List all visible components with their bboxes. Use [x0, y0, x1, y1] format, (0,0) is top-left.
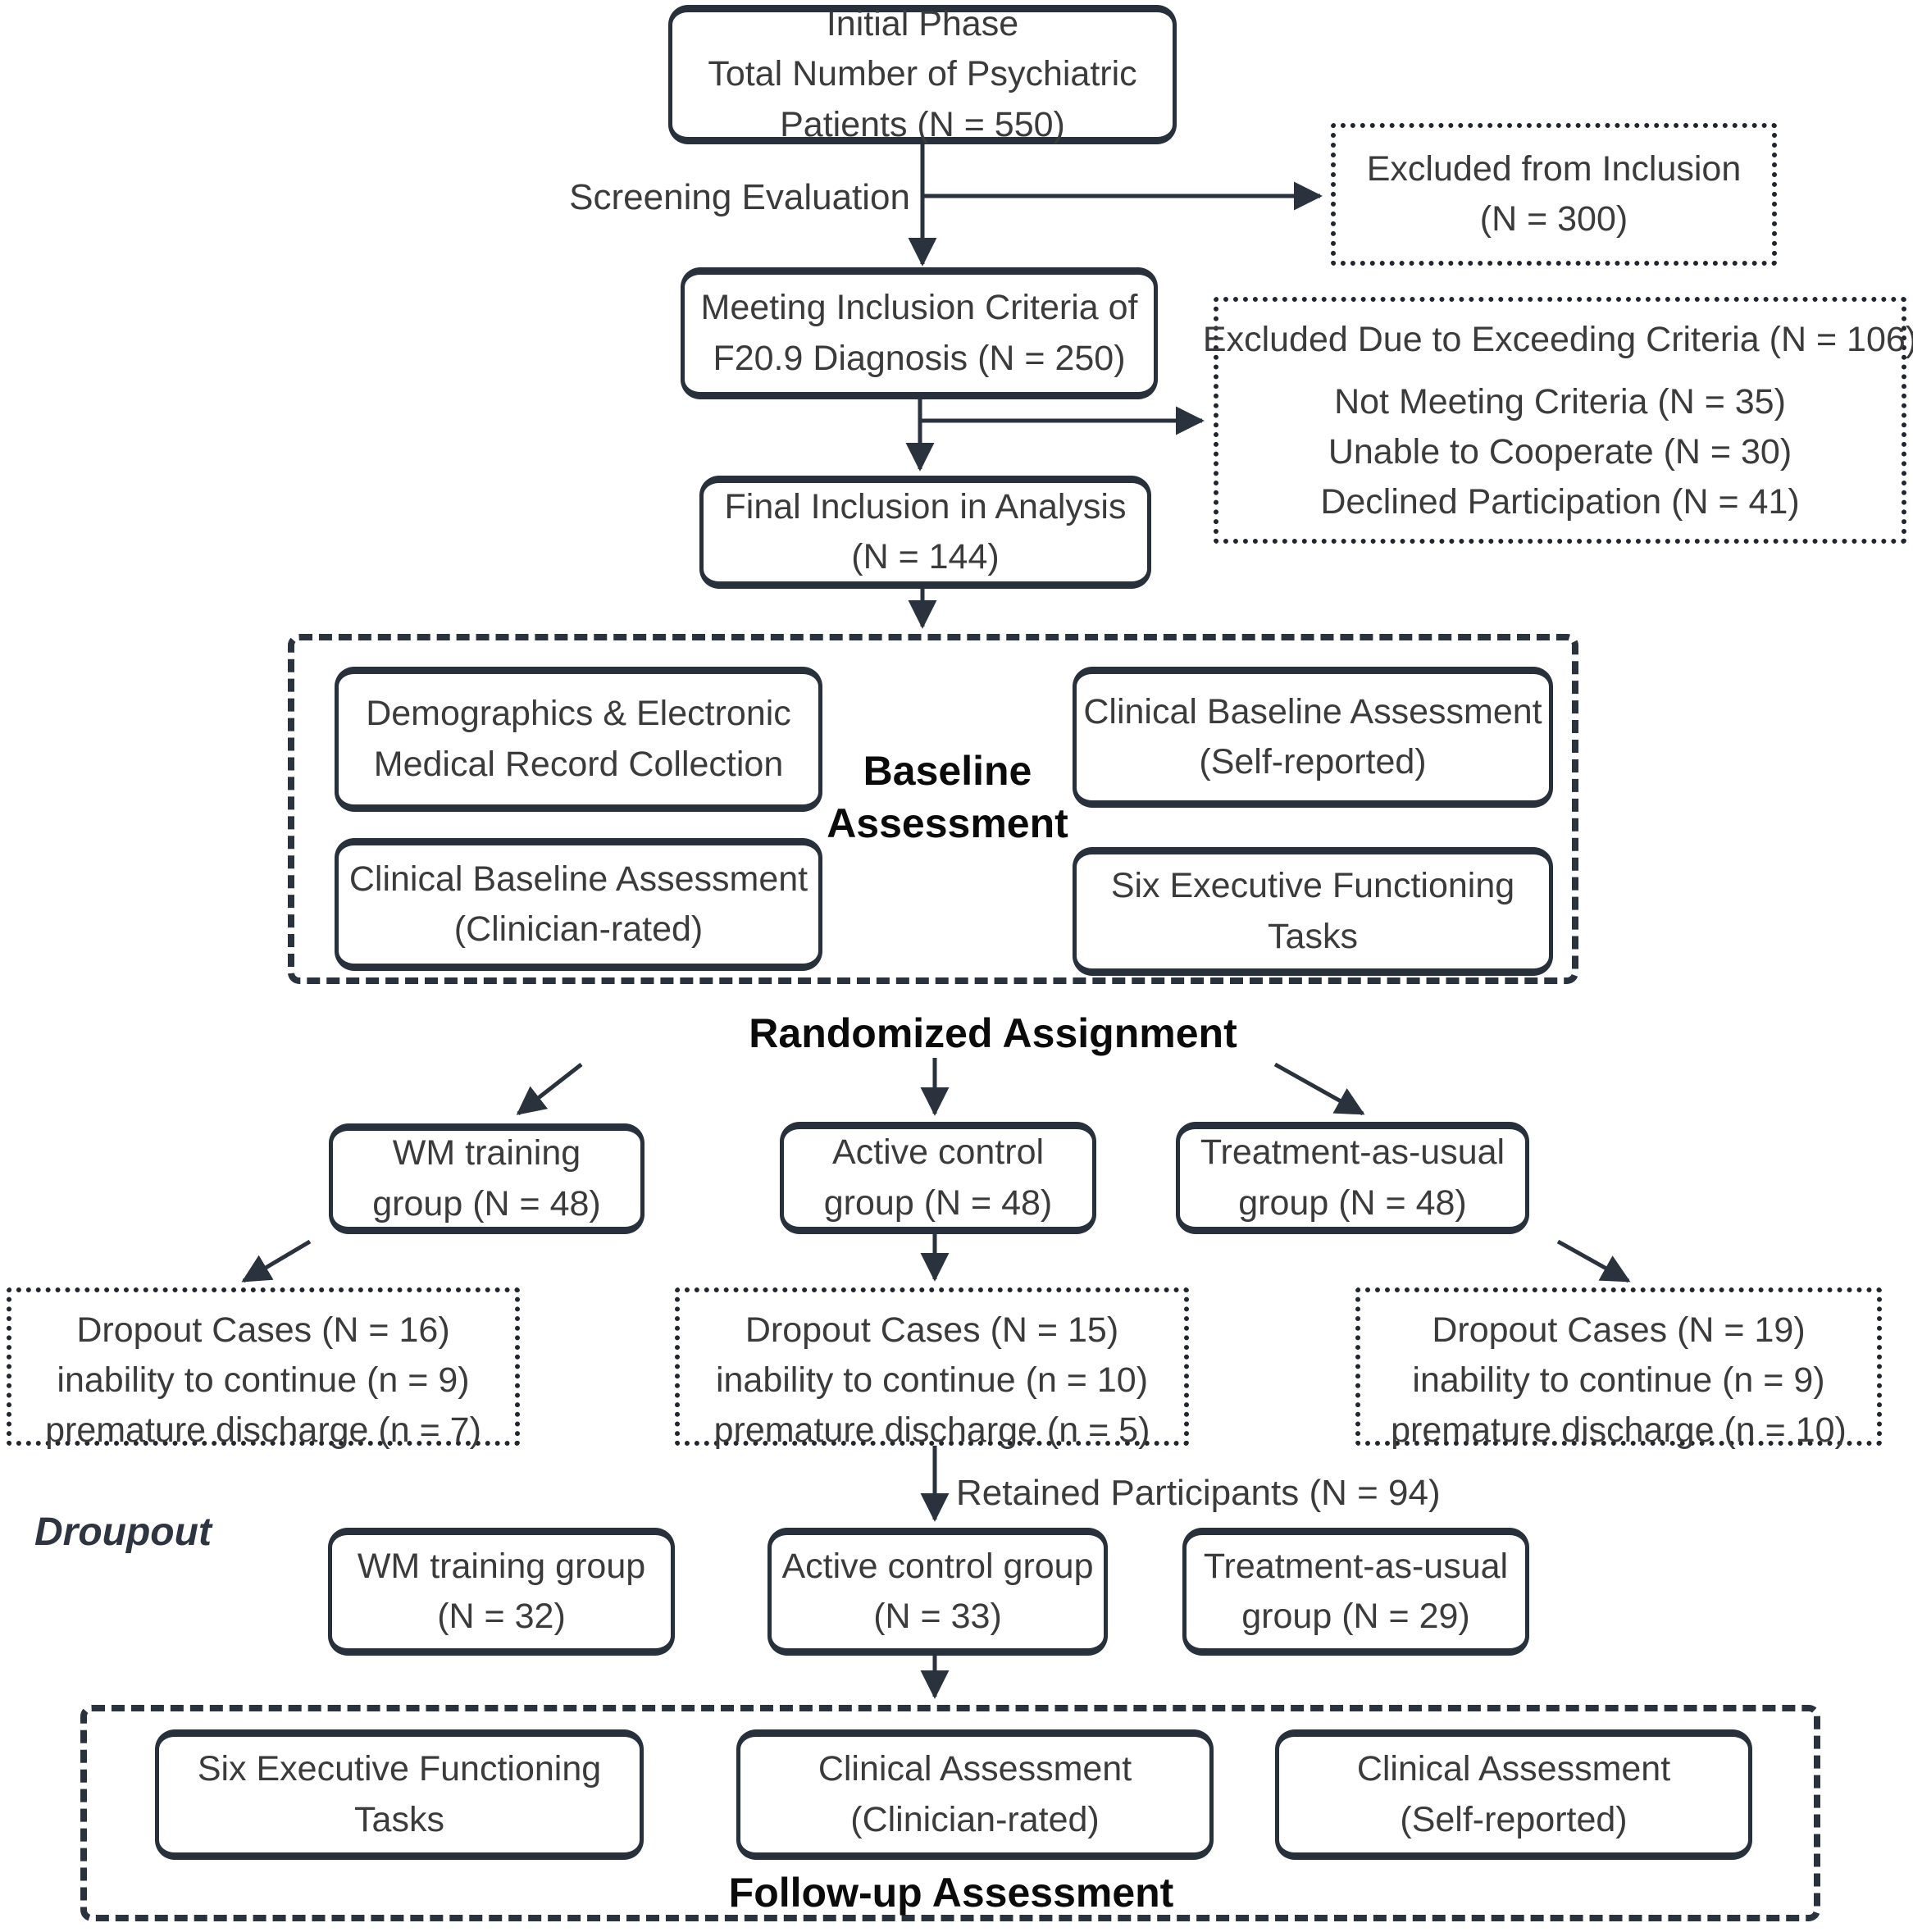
dropout-tau-details: inability to continue (n = 9) premature …: [1391, 1356, 1847, 1456]
meeting-inclusion-box: Meeting Inclusion Criteria of F20.9 Diag…: [681, 267, 1158, 399]
screening-evaluation-label: Screening Evaluation: [569, 177, 910, 217]
text-line: group (N = 48): [823, 1182, 1053, 1223]
wm-training-group-32-box: WM training group (N = 32): [328, 1528, 675, 1656]
text-line: group (N = 48): [1238, 1182, 1467, 1223]
text-line: premature discharge (n = 7): [45, 1410, 481, 1451]
text-line: Clinical Baseline Assessment: [1083, 691, 1542, 731]
text-line: WM training: [392, 1133, 581, 1173]
text-line: Active control group: [781, 1546, 1094, 1586]
text-line: (Self-reported): [1199, 742, 1427, 781]
six-executive-tasks-box: Six Executive Functioning Tasks: [1073, 847, 1553, 976]
text-line: (N = 144): [851, 537, 1000, 576]
text-line: Treatment-as-usual: [1200, 1132, 1505, 1173]
clinical-baseline-self-box: Clinical Baseline Assessment (Self-repor…: [1073, 667, 1553, 808]
final-inclusion-box: Final Inclusion in Analysis (N = 144): [699, 476, 1151, 589]
dropout-side-label: Droupout: [34, 1511, 212, 1554]
text-line: Excluded Due to Exceeding Criteria (N = …: [1202, 320, 1913, 359]
text-line: inability to continue (n = 10): [715, 1360, 1149, 1401]
text-line: (Clinician-rated): [850, 1799, 1100, 1839]
text-line: Clinical Assessment: [818, 1749, 1132, 1789]
treatment-as-usual-group-48-box: Treatment-as-usual group (N = 48): [1176, 1122, 1529, 1234]
text-line: group (N = 29): [1241, 1597, 1470, 1636]
text-line: Six Executive Functioning: [197, 1749, 602, 1789]
excluded-exceeding-details: Not Meeting Criteria (N = 35) Unable to …: [1320, 377, 1799, 527]
text-line: Initial Phase: [826, 4, 1019, 44]
active-control-group-33-box: Active control group (N = 33): [767, 1528, 1108, 1656]
text-line: Total Number of Psychiatric: [708, 54, 1137, 94]
wm-training-group-48-box: WM training group (N = 48): [329, 1123, 644, 1234]
treatment-as-usual-group-29-box: Treatment-as-usual group (N = 29): [1182, 1528, 1529, 1656]
text-line: Dropout Cases (N = 15): [745, 1310, 1119, 1350]
text-line: inability to continue (n = 9): [57, 1360, 470, 1401]
text-line: Final Inclusion in Analysis: [724, 486, 1127, 526]
followup-six-tasks-box: Six Executive Functioning Tasks: [155, 1729, 644, 1860]
text-line: Not Meeting Criteria (N = 35): [1334, 381, 1786, 421]
text-line: Meeting Inclusion Criteria of: [700, 288, 1138, 328]
text-line: Dropout Cases (N = 16): [76, 1310, 450, 1350]
text-line: (N = 32): [437, 1597, 566, 1636]
dropout-tau-box: Dropout Cases (N = 19) inability to cont…: [1355, 1287, 1882, 1450]
dropout-active-box: Dropout Cases (N = 15) inability to cont…: [675, 1287, 1189, 1450]
text-line: Demographics & Electronic: [366, 694, 791, 734]
dropout-wm-details: inability to continue (n = 9) premature …: [45, 1356, 481, 1456]
text-line: Declined Participation (N = 41): [1320, 481, 1800, 522]
active-control-group-48-box: Active control group (N = 48): [780, 1122, 1096, 1234]
retained-participants-label: Retained Participants (N = 94): [956, 1473, 1441, 1513]
followup-clinician-box: Clinical Assessment (Clinician-rated): [736, 1729, 1214, 1860]
text-line: F20.9 Diagnosis (N = 250): [713, 338, 1126, 378]
baseline-assessment-label: Baseline Assessment: [822, 745, 1073, 850]
text-line: Dropout Cases (N = 19): [1432, 1310, 1806, 1350]
excluded-from-inclusion-box: Excluded from Inclusion (N = 300): [1331, 123, 1777, 266]
text-line: (N = 33): [873, 1597, 1002, 1636]
text-line: (N = 300): [1479, 199, 1628, 239]
followup-self-box: Clinical Assessment (Self-reported): [1275, 1729, 1752, 1860]
text-line: inability to continue (n = 9): [1412, 1360, 1825, 1401]
initial-phase-box: Initial Phase Total Number of Psychiatri…: [668, 4, 1177, 144]
text-line: Active control: [831, 1132, 1045, 1173]
text-line: Tasks: [1268, 916, 1358, 956]
text-line: (Clinician-rated): [453, 909, 704, 949]
randomized-assignment-label: Randomized Assignment: [749, 1010, 1237, 1056]
demographics-box: Demographics & Electronic Medical Record…: [335, 667, 822, 812]
text-line: Baseline: [863, 748, 1032, 794]
text-line: Treatment-as-usual: [1203, 1546, 1509, 1586]
text-line: Clinical Baseline Assessment: [348, 859, 808, 899]
text-line: (Self-reported): [1400, 1799, 1628, 1839]
clinical-baseline-clinician-box: Clinical Baseline Assessment (Clinician-…: [335, 838, 822, 971]
text-line: Excluded from Inclusion: [1366, 148, 1742, 189]
text-line: premature discharge (n = 10): [1391, 1410, 1847, 1451]
text-line: WM training group: [357, 1546, 646, 1586]
excluded-exceeding-box: Excluded Due to Exceeding Criteria (N = …: [1203, 297, 1913, 544]
text-line: Assessment: [827, 800, 1068, 846]
text-line: Tasks: [354, 1799, 444, 1839]
dropout-active-details: inability to continue (n = 10) premature…: [714, 1356, 1150, 1456]
text-line: premature discharge (n = 5): [713, 1410, 1150, 1451]
text-line: Medical Record Collection: [373, 744, 784, 784]
text-line: group (N = 48): [372, 1183, 601, 1223]
followup-assessment-frame: [80, 1705, 1820, 1921]
baseline-assessment-frame: [288, 634, 1578, 984]
text-line: Clinical Assessment: [1356, 1749, 1671, 1789]
dropout-wm-box: Dropout Cases (N = 16) inability to cont…: [7, 1287, 520, 1450]
text-line: Unable to Cooperate (N = 30): [1328, 431, 1792, 472]
followup-assessment-label: Follow-up Assessment: [728, 1870, 1174, 1916]
text-line: Six Executive Functioning: [1110, 866, 1515, 906]
text-line: Patients (N = 550): [780, 104, 1065, 144]
